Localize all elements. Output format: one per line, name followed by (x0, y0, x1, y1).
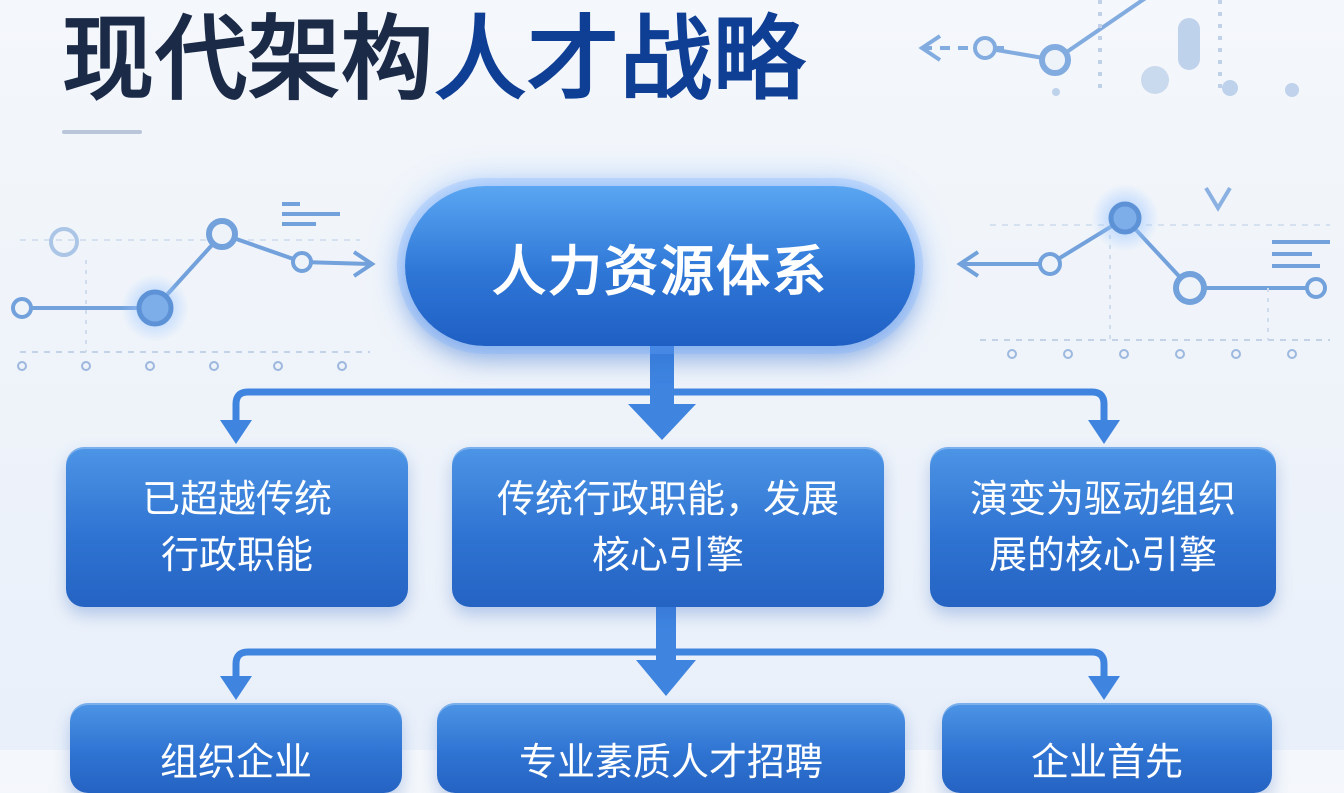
level1-node-1: 已超越传统 行政职能 (66, 447, 408, 607)
connectors-level1 (220, 346, 1120, 444)
node-text-line: 传统行政职能，发展 (496, 477, 839, 521)
node-text-line: 展的核心引擎 (988, 533, 1217, 577)
level1-node-2: 传统行政职能，发展 核心引擎 (452, 447, 884, 607)
level1-node-3: 演变为驱动组织 展的核心引擎 (930, 447, 1276, 607)
decor-chart-left (11, 202, 376, 353)
decor-node-right (1108, 201, 1142, 235)
level2-node-2: 专业素质人才招聘 (437, 703, 905, 793)
node-text-line: 核心引擎 (591, 533, 744, 577)
level2-node-1: 组织企业 (70, 703, 402, 793)
decor-axis-dots-left (17, 361, 347, 371)
diagram-canvas (11, 0, 1330, 700)
node-text-line: 行政职能 (160, 533, 313, 577)
decor-axis-dots-right (1007, 349, 1297, 359)
node-text-line: 演变为驱动组织 (969, 477, 1236, 521)
page-title: 现代架构人才战略 (62, 4, 806, 116)
decor-bubbles (1052, 18, 1299, 97)
root-node: 人力资源体系 (405, 186, 915, 346)
connectors-level2 (220, 607, 1120, 700)
title-underline (62, 130, 142, 134)
title-part-dark: 现代架构 (62, 6, 435, 113)
title-part-blue: 人才战略 (434, 6, 807, 113)
level2-node-3: 企业首先 (942, 703, 1272, 793)
decor-node-left (136, 289, 174, 327)
decor-chart-top-right (918, 0, 1222, 95)
node-text-line: 已超越传统 (141, 477, 332, 521)
